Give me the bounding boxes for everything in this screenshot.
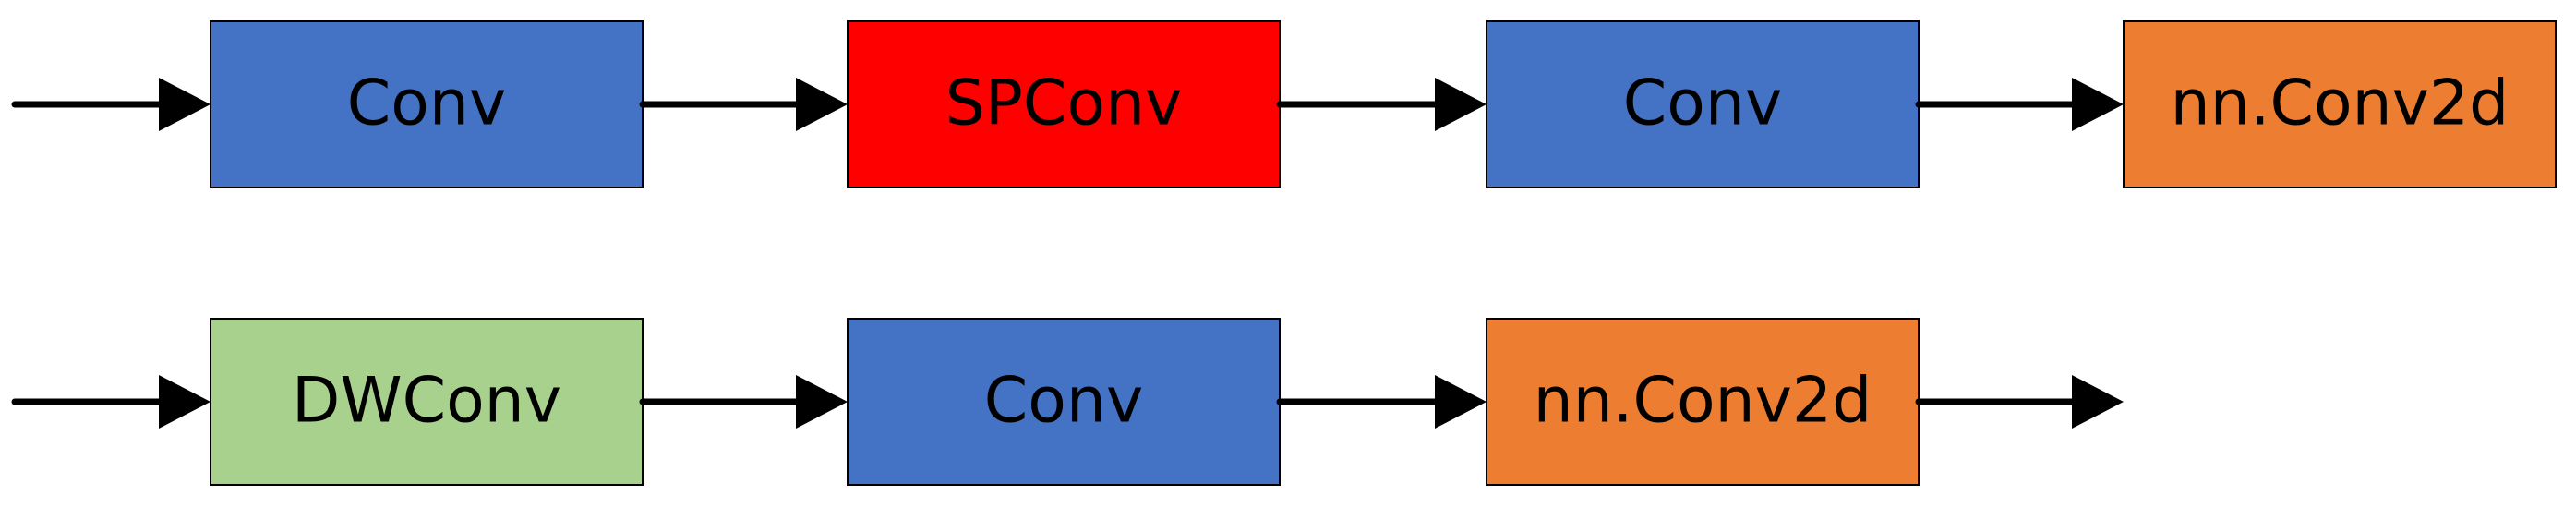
block-nn-conv2d: nn.Conv2d	[1486, 318, 1920, 486]
arrow-output	[1915, 375, 2124, 429]
arrow-2-2	[639, 375, 848, 429]
block-conv: Conv	[847, 318, 1281, 486]
arrow-1-4	[1915, 78, 2124, 131]
arrow-1-2	[639, 78, 848, 131]
block-conv: Conv	[1486, 20, 1920, 188]
block-conv: Conv	[210, 20, 644, 188]
arrow-2-1	[11, 375, 211, 429]
pipeline-row-2: DWConv Conv nn.Conv2d	[11, 318, 2124, 486]
block-dwconv: DWConv	[210, 318, 644, 486]
arrow-1-3	[1276, 78, 1487, 131]
block-label: Conv	[347, 67, 506, 140]
block-label: Conv	[984, 365, 1143, 438]
block-label: DWConv	[292, 365, 561, 438]
block-label: Conv	[1623, 67, 1782, 140]
block-label: nn.Conv2d	[2171, 67, 2510, 140]
pipeline-row-1: Conv SPConv Conv nn.Conv2d	[11, 20, 2557, 188]
arrow-2-3	[1276, 375, 1487, 429]
block-spconv: SPConv	[847, 20, 1281, 188]
arrow-1-1	[11, 78, 211, 131]
block-label: nn.Conv2d	[1534, 365, 1872, 438]
block-label: SPConv	[945, 67, 1183, 140]
block-nn-conv2d: nn.Conv2d	[2123, 20, 2557, 188]
